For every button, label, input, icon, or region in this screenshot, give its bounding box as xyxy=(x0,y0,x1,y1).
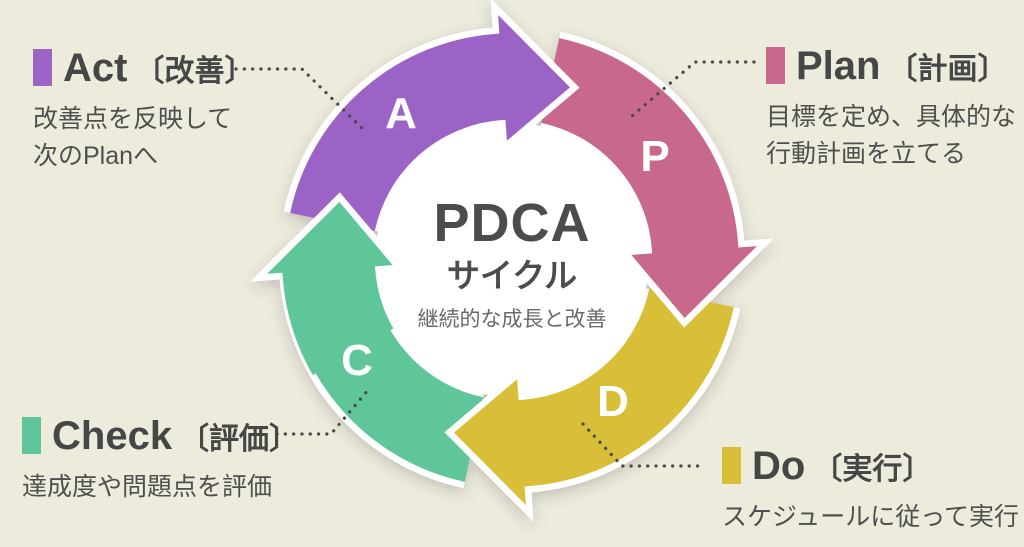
do-arrow-outline xyxy=(444,287,741,522)
check-label: Check xyxy=(52,414,173,458)
act-callout: Act 〔改善〕 改善点を反映して 次のPlanへ xyxy=(33,46,254,175)
plan-arrow xyxy=(540,35,766,323)
center-text-block: PDCA サイクル 継続的な成長と改善 xyxy=(418,196,607,330)
do-callout: Do 〔実行〕 スケジュールに従って実行 xyxy=(722,444,1019,536)
act-arrow xyxy=(287,6,575,232)
act-description: 改善点を反映して 次のPlanへ xyxy=(33,101,254,175)
plan-callout: Plan 〔計画〕 目標を定め、具体的な 行動計画を立てる xyxy=(766,44,1016,173)
plan-description-line-1: 目標を定め、具体的な xyxy=(766,103,1017,131)
plan-label: Plan xyxy=(796,44,881,88)
act-bracket-label: 〔改善〕 xyxy=(134,55,255,88)
check-bullet xyxy=(22,417,41,454)
act-label: Act xyxy=(63,46,128,90)
center-tagline: 継続的な成長と改善 xyxy=(417,308,607,331)
do-arrow xyxy=(449,288,737,514)
plan-bracket-label: 〔計画〕 xyxy=(887,53,1008,86)
plan-connector-line xyxy=(630,60,756,118)
check-arrowhead-overlay xyxy=(258,197,400,375)
do-bracket-label: 〔実行〕 xyxy=(812,453,933,486)
plan-callout-heading: Plan 〔計画〕 xyxy=(766,44,1016,88)
center-title: PDCA xyxy=(433,193,591,253)
check-bracket-label: 〔評価〕 xyxy=(179,423,300,456)
do-label: Do xyxy=(752,444,806,488)
center-subtitle: サイクル xyxy=(446,257,578,294)
do-bullet xyxy=(722,447,741,484)
act-callout-heading: Act 〔改善〕 xyxy=(33,46,254,90)
check-arrowhead-overlay-outline xyxy=(250,192,406,282)
do-description-line-1: スケジュールに従って実行 xyxy=(722,503,1020,531)
ring-letter-p: P xyxy=(640,132,670,181)
do-callout-heading: Do 〔実行〕 xyxy=(722,444,1019,488)
check-description-line-1: 達成度や問題点を評価 xyxy=(22,473,273,501)
act-connector-line xyxy=(234,67,368,134)
do-connector-line xyxy=(581,422,703,468)
check-description: 達成度や問題点を評価 xyxy=(22,469,299,506)
act-arrow-outline xyxy=(283,0,580,233)
ring-letter-a: A xyxy=(385,89,417,138)
act-description-line-1: 改善点を反映して xyxy=(33,105,233,133)
plan-arrow-outline xyxy=(539,31,774,328)
do-description: スケジュールに従って実行 xyxy=(722,499,1019,536)
plan-bullet xyxy=(766,47,785,84)
center-disc xyxy=(375,123,649,397)
ring-letter-c: C xyxy=(341,336,373,385)
ring-letter-d: D xyxy=(597,377,629,426)
plan-description: 目標を定め、具体的な 行動計画を立てる xyxy=(766,99,1016,173)
check-callout-heading: Check 〔評価〕 xyxy=(22,414,299,458)
check-callout: Check 〔評価〕 達成度や問題点を評価 xyxy=(22,414,299,506)
act-bullet xyxy=(33,49,52,86)
check-connector-line xyxy=(275,387,371,436)
act-description-line-2: 次のPlanへ xyxy=(33,142,159,170)
plan-description-line-2: 行動計画を立てる xyxy=(766,140,967,168)
